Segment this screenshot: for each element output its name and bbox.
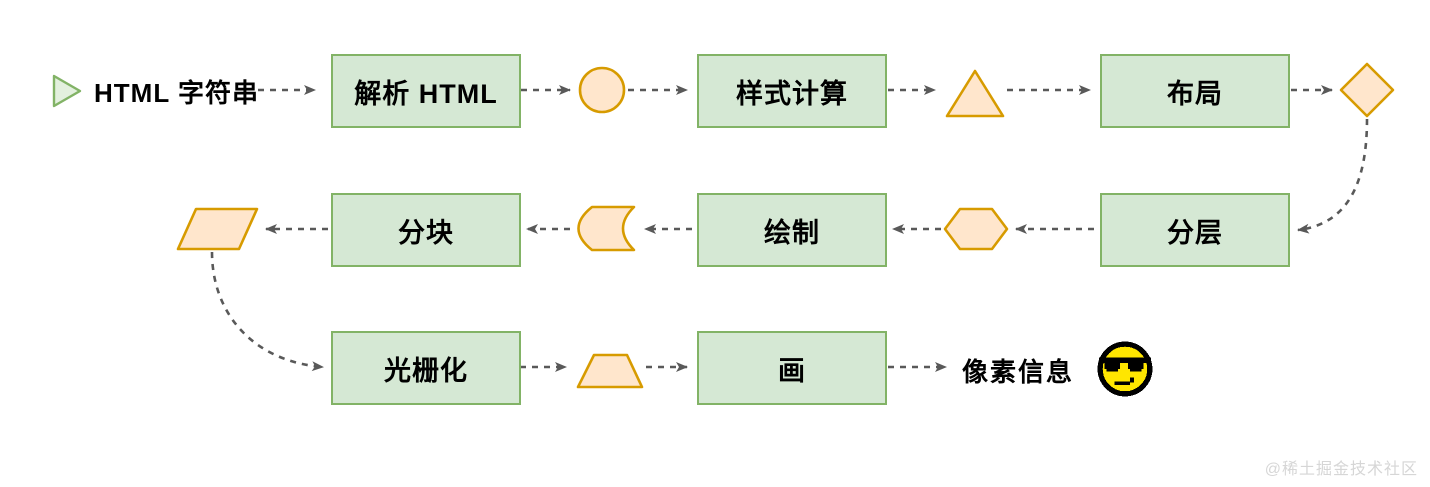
diamond-icon [1339, 62, 1395, 118]
node-parse-html: 解析 HTML [331, 54, 521, 128]
node-draw: 画 [697, 331, 887, 405]
node-tiling: 分块 [331, 193, 521, 267]
node-raster: 光栅化 [331, 331, 521, 405]
node-label: 布局 [1167, 78, 1223, 109]
end-label: 像素信息 [962, 357, 1075, 387]
node-label: 分块 [398, 217, 454, 248]
node-layout: 布局 [1100, 54, 1290, 128]
start-label: HTML 字符串 [94, 77, 259, 108]
node-layer: 分层 [1100, 193, 1290, 267]
watermark: @稀土掘金技术社区 [1264, 461, 1418, 478]
node-label: 分层 [1167, 217, 1223, 248]
node-style-calc: 样式计算 [697, 54, 887, 128]
hexagon-icon [943, 207, 1009, 251]
sunglasses-smiley-icon [1097, 341, 1153, 397]
node-label: 光栅化 [384, 355, 468, 386]
triangle-icon [945, 69, 1005, 118]
curved-card-icon [577, 205, 636, 252]
node-label: 画 [778, 355, 806, 386]
node-label: 样式计算 [736, 78, 848, 109]
node-label: 绘制 [764, 217, 820, 248]
connector-arrows [210, 85, 1369, 372]
node-label: 解析 HTML [354, 78, 498, 109]
flow-shapes [176, 62, 1395, 389]
circle-icon [578, 66, 626, 114]
parallelogram-icon [176, 207, 259, 251]
start-node: HTML 字符串 [52, 70, 259, 112]
play-triangle-icon [52, 74, 82, 108]
node-paint: 绘制 [697, 193, 887, 267]
trapezoid-icon [576, 353, 644, 389]
